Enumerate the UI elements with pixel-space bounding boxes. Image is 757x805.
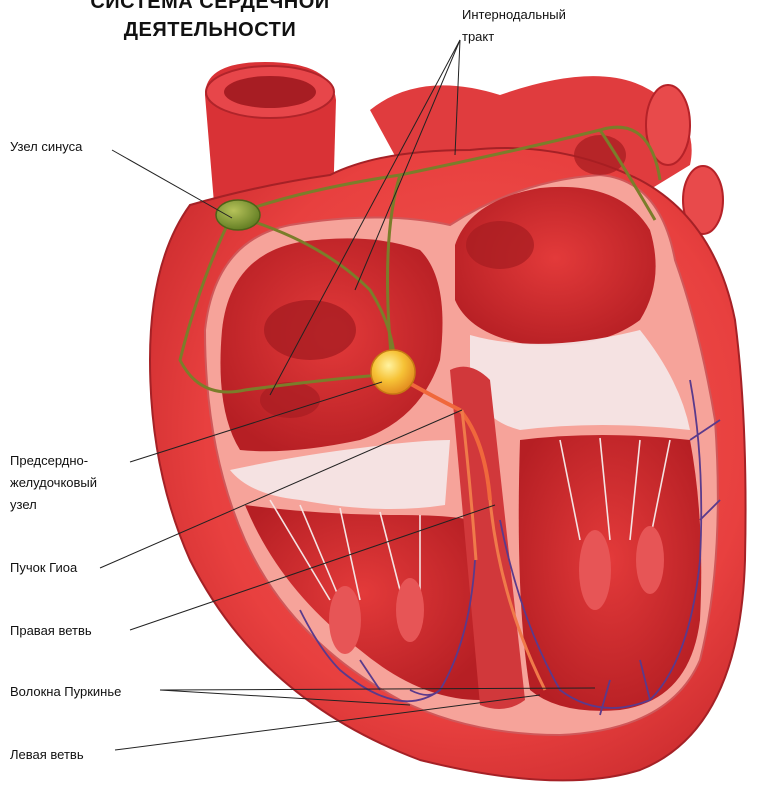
his-bundle-label: Пучок Гиоа: [10, 557, 77, 579]
left-branch-label: Левая ветвь: [10, 744, 84, 766]
purkinje-fibers-label: Волокна Пуркинье: [10, 681, 121, 703]
av-node-label: Предсердно- желудочковый узел: [10, 450, 97, 516]
internodal-tract-label: Интернодальный тракт: [462, 4, 566, 48]
right-branch-label: Правая ветвь: [10, 620, 92, 642]
sinus-node: [216, 200, 260, 230]
sinus-node-label: Узел синуса: [10, 136, 82, 158]
diagram-title-line-2: ДЕЯТЕЛЬНОСТИ: [60, 19, 360, 41]
diagram-title-line-1: СИСТЕМА СЕРДЕЧНОЙ: [60, 0, 360, 13]
av-node: [371, 350, 415, 394]
